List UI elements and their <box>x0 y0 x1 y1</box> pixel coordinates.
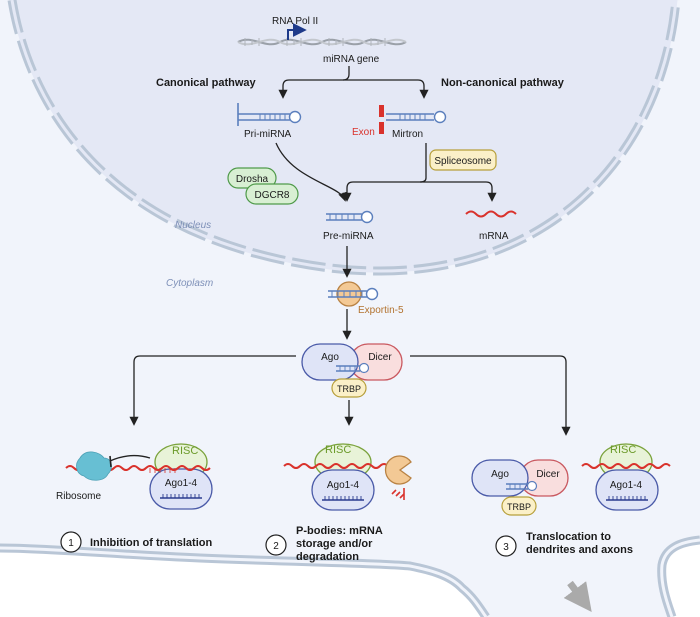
nucleus-label: Nucleus <box>175 220 211 231</box>
risc-label-3: RISC <box>610 444 636 456</box>
cell-membrane-inner <box>0 538 700 617</box>
outcome-3-ago-dicer-icon <box>471 459 569 516</box>
arrow-gene-split-right <box>343 79 429 99</box>
ribosome-label: Ribosome <box>56 491 101 502</box>
exonuclease-pacman-icon <box>384 455 412 485</box>
mrna-strand-icon <box>465 210 517 218</box>
mirtron-hairpin-icon <box>379 105 447 134</box>
exon-label: Exon <box>352 127 375 138</box>
outcome-1-illustration <box>65 443 213 510</box>
drosha-label: Drosha <box>236 174 269 185</box>
risc-label-2: RISC <box>325 444 351 456</box>
trbp-label-3: TRBP <box>507 502 531 512</box>
arrow-pri-to-pre <box>275 142 347 202</box>
outcome-2-line-3: degradation <box>296 551 359 563</box>
ago14-label-2: Ago1-4 <box>327 480 360 491</box>
arrow-gene-split <box>278 66 350 99</box>
transcription-start-arrow-icon <box>287 23 307 40</box>
outcome-2-line-2: storage and/or <box>296 538 373 550</box>
exportin-label: Exportin-5 <box>358 305 404 316</box>
pri-mirna-label: Pri-miRNA <box>244 129 292 140</box>
outcome-1-line-1: Inhibition of translation <box>90 537 212 549</box>
spliceosome-badge: Spliceosome <box>429 149 497 171</box>
dicer-label-3: Dicer <box>536 469 560 480</box>
nuclear-envelope-inner <box>10 0 678 273</box>
outcome-1-number: 1 <box>68 538 74 549</box>
pre-mirna-hairpin-icon <box>326 210 374 224</box>
spliceosome-label: Spliceosome <box>434 156 492 167</box>
exportin-complex-icon <box>328 281 379 307</box>
drosha-badge: Drosha <box>227 167 277 189</box>
mrna-label: mRNA <box>479 231 509 242</box>
dgcr8-badge: DGCR8 <box>245 183 299 205</box>
outcome-1-caption: 1 Inhibition of translation <box>60 531 212 553</box>
outcome-3-line-2: dendrites and axons <box>526 544 633 556</box>
noncanonical-pathway-label: Non-canonical pathway <box>441 77 565 89</box>
pri-mirna-hairpin-icon <box>237 103 302 126</box>
mirtron-label: Mirtron <box>392 129 423 140</box>
arrow-to-outcome-3 <box>410 355 571 436</box>
risc-label-1: RISC <box>172 445 198 457</box>
trbp-label: TRBP <box>337 384 361 394</box>
outcome-3-caption: 3 Translocation to dendrites and axons <box>495 531 633 557</box>
cytoplasm-label: Cytoplasm <box>166 278 213 289</box>
canonical-pathway-label: Canonical pathway <box>156 77 257 89</box>
nucleus-body <box>12 0 676 272</box>
dicer-label: Dicer <box>368 352 392 363</box>
arrow-to-outcome-1 <box>129 355 296 426</box>
outcome-3-number: 3 <box>503 542 509 553</box>
arrow-mirtron-to-mrna <box>420 181 497 202</box>
outcome-2-illustration <box>283 443 412 511</box>
dgcr8-label: DGCR8 <box>254 190 289 201</box>
ribosome-icon <box>76 451 112 481</box>
ago-label-3: Ago <box>491 469 509 480</box>
ago14-label-1: Ago1-4 <box>165 478 198 489</box>
arrow-mirtron-branch <box>342 143 427 202</box>
outcome-3-risc-icon <box>581 443 671 511</box>
pre-mirna-label: Pre-miRNA <box>323 231 374 242</box>
outcome-3-line-1: Translocation to <box>526 531 611 543</box>
outcome-2-number: 2 <box>273 541 279 552</box>
ago-dicer-complex-icon <box>301 343 403 398</box>
outcome-2-caption: 2 P-bodies: mRNA storage and/or degradat… <box>265 525 383 563</box>
outcome-2-line-1: P-bodies: mRNA <box>296 525 383 537</box>
ago-label: Ago <box>321 352 339 363</box>
ago14-label-3: Ago1-4 <box>610 480 643 491</box>
rna-pol-label: RNA Pol II <box>272 16 318 27</box>
translocation-arrow-icon <box>563 580 592 612</box>
mirna-gene-label: miRNA gene <box>323 54 380 65</box>
